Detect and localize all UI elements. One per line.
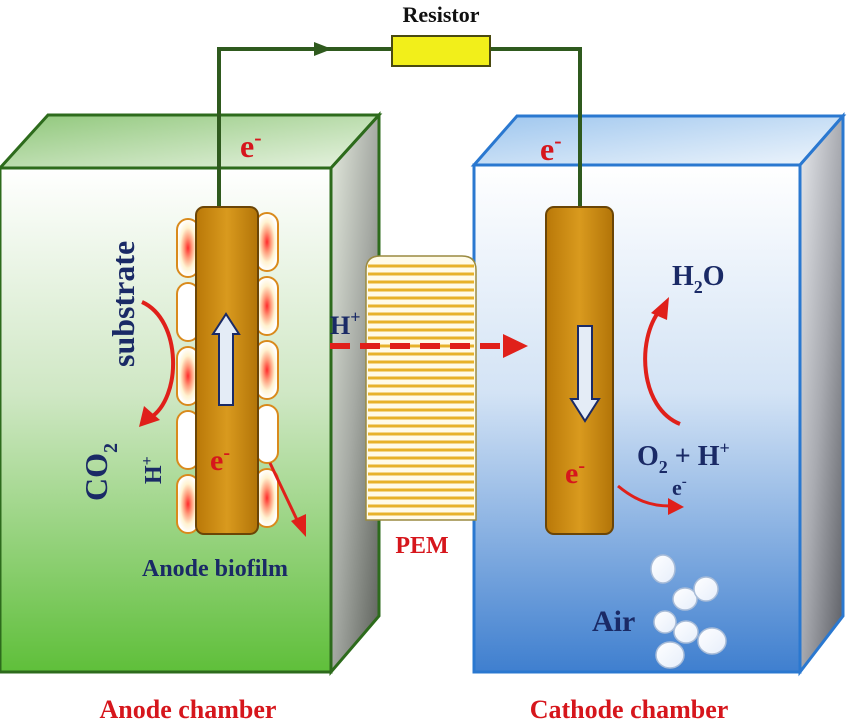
pem-label: PEM (395, 533, 448, 559)
air-bubbles (650, 554, 727, 669)
cathode-chamber-side (798, 112, 845, 677)
anode-chamber-front (0, 166, 333, 674)
anode-chamber-top (0, 113, 383, 170)
anode-biofilm-label: Anode biofilm (142, 556, 288, 582)
anode-chamber-label: Anode chamber (100, 695, 277, 723)
bacterium-cell (255, 404, 279, 464)
external-circuit (217, 35, 582, 212)
water-formation-arrowhead (651, 297, 669, 320)
cathode-electron-arrow (617, 484, 671, 508)
current-direction-arrow (314, 42, 332, 56)
co2-label: CO2 (78, 443, 122, 501)
substrate-label: substrate (105, 241, 141, 367)
cathode-electron-label: e- (540, 128, 562, 167)
cathode-electron-flow-arrow (569, 325, 601, 423)
cathode-electron-arrowhead (668, 498, 684, 515)
cathode-chamber-label: Cathode chamber (530, 695, 729, 723)
bacterium-cell (255, 276, 279, 336)
air-bubble (697, 627, 727, 655)
proton-transfer-arrowhead (503, 334, 528, 358)
cathode-chamber-box (470, 112, 847, 677)
o2-proton-label: O2 + H+ (637, 438, 730, 477)
resistor (391, 35, 491, 67)
cathode-electrode-electron-label: e- (565, 455, 585, 490)
air-label: Air (592, 605, 635, 638)
resistor-label: Resistor (403, 2, 480, 27)
cathode-chamber-front (472, 163, 802, 674)
pem-membrane (365, 255, 477, 521)
cathode-reaction-electron-label: e- (672, 474, 687, 500)
circuit-wire-right (490, 47, 582, 212)
bacterium-cell (255, 468, 279, 528)
biofilm-electron-arrowhead (291, 514, 306, 537)
air-bubble (655, 641, 685, 669)
biofilm-cells-right (255, 212, 279, 528)
air-bubble (673, 620, 699, 644)
bacterium-cell (255, 340, 279, 400)
circuit-wire (217, 47, 392, 212)
water-formation-arrow (643, 308, 681, 426)
proton-label: H+ (330, 307, 361, 340)
biofilm-electron-arrow (268, 462, 300, 523)
anode-electron-flow-arrow (211, 312, 241, 406)
substrate-conversion-arrow (141, 300, 176, 420)
substrate-conversion-arrowhead (139, 406, 160, 427)
h2o-label: H2O (672, 261, 725, 297)
air-bubble (653, 610, 677, 634)
anode-electron-label: e- (240, 125, 262, 164)
pem-body (365, 255, 477, 521)
anode-electrode-electron-label: e- (210, 442, 230, 477)
anode-proton-label: H+ (139, 456, 167, 484)
air-bubble (693, 576, 719, 602)
air-bubble (672, 587, 698, 611)
cathode-chamber-top (470, 114, 847, 167)
bacterium-cell (255, 212, 279, 272)
air-bubble (650, 554, 676, 584)
